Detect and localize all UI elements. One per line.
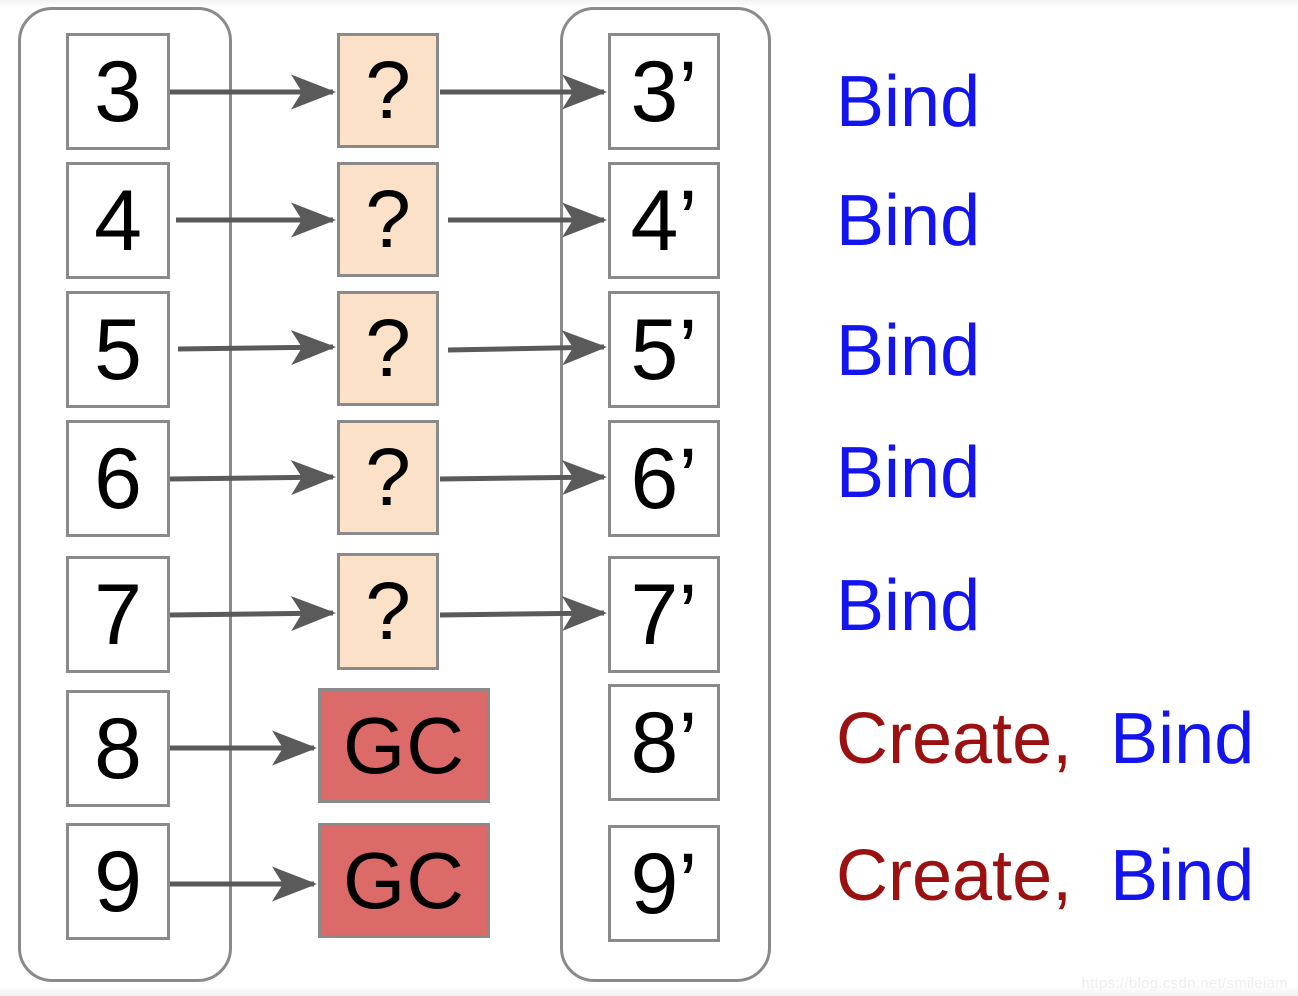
right-cell-label: 5’: [630, 301, 698, 398]
right-cell-6[interactable]: 9’: [608, 825, 720, 942]
left-cell-1[interactable]: 4: [66, 162, 170, 279]
middle-cell-2[interactable]: ?: [337, 291, 439, 406]
left-cell-label: 8: [94, 700, 142, 797]
annotation-bind-label: Bind: [1110, 836, 1255, 916]
left-cell-label: 5: [94, 301, 142, 398]
annotation-bind-label: Bind: [836, 62, 981, 142]
right-cell-label: 3’: [630, 43, 698, 140]
right-cell-0[interactable]: 3’: [608, 33, 720, 150]
left-cell-label: 3: [94, 43, 142, 140]
right-cell-1[interactable]: 4’: [608, 162, 720, 279]
right-cell-label: 4’: [630, 172, 698, 269]
left-group-container: [18, 7, 232, 982]
middle-cell-4[interactable]: ?: [337, 553, 439, 670]
right-cell-label: 7’: [630, 566, 698, 663]
left-cell-5[interactable]: 8: [66, 690, 170, 807]
annotation-row-5: Create, Bind: [836, 703, 1254, 775]
page-top-edge: [0, 0, 1298, 7]
right-cell-label: 8’: [630, 694, 698, 791]
right-cell-2[interactable]: 5’: [608, 291, 720, 408]
left-cell-3[interactable]: 6: [66, 420, 170, 537]
middle-cell-label: ?: [365, 431, 411, 523]
left-cell-label: 7: [94, 566, 142, 663]
left-cell-label: 9: [94, 833, 142, 930]
watermark: https://blog.csdn.net/smileiam: [1081, 975, 1288, 992]
annotation-bind-label: Bind: [836, 181, 981, 261]
right-cell-label: 9’: [630, 835, 698, 932]
middle-cell-1[interactable]: ?: [337, 162, 439, 277]
middle-cell-label: GC: [343, 835, 465, 925]
left-cell-0[interactable]: 3: [66, 33, 170, 150]
left-cell-label: 6: [94, 430, 142, 527]
annotation-row-2: Bind: [836, 315, 980, 387]
middle-cell-label: ?: [365, 44, 411, 136]
right-cell-label: 6’: [630, 430, 698, 527]
middle-cell-label: ?: [365, 302, 411, 394]
middle-cell-3[interactable]: ?: [337, 420, 439, 535]
left-cell-2[interactable]: 5: [66, 291, 170, 408]
annotation-row-6: Create, Bind: [836, 840, 1254, 912]
right-cell-3[interactable]: 6’: [608, 420, 720, 537]
left-cell-6[interactable]: 9: [66, 823, 170, 940]
middle-cell-label: ?: [365, 565, 411, 657]
left-cell-4[interactable]: 7: [66, 556, 170, 673]
middle-cell-label: GC: [343, 700, 465, 790]
right-group-container: [560, 7, 771, 982]
middle-cell-label: ?: [365, 173, 411, 265]
annotation-row-3: Bind: [836, 437, 980, 509]
middle-cell-6[interactable]: GC: [318, 823, 490, 938]
right-cell-5[interactable]: 8’: [608, 684, 720, 801]
right-cell-4[interactable]: 7’: [608, 556, 720, 673]
middle-cell-5[interactable]: GC: [318, 688, 490, 803]
annotation-create-label: Create,: [836, 699, 1073, 779]
annotation-bind-label: Bind: [1110, 699, 1255, 779]
annotation-bind-label: Bind: [836, 433, 981, 513]
page-bottom-edge: [0, 986, 1298, 996]
middle-cell-0[interactable]: ?: [337, 33, 439, 148]
left-cell-label: 4: [94, 172, 142, 269]
annotation-row-0: Bind: [836, 66, 980, 138]
annotation-bind-label: Bind: [836, 311, 981, 391]
annotation-row-1: Bind: [836, 185, 980, 257]
annotation-bind-label: Bind: [836, 566, 981, 646]
annotation-row-4: Bind: [836, 570, 980, 642]
annotation-create-label: Create,: [836, 836, 1073, 916]
